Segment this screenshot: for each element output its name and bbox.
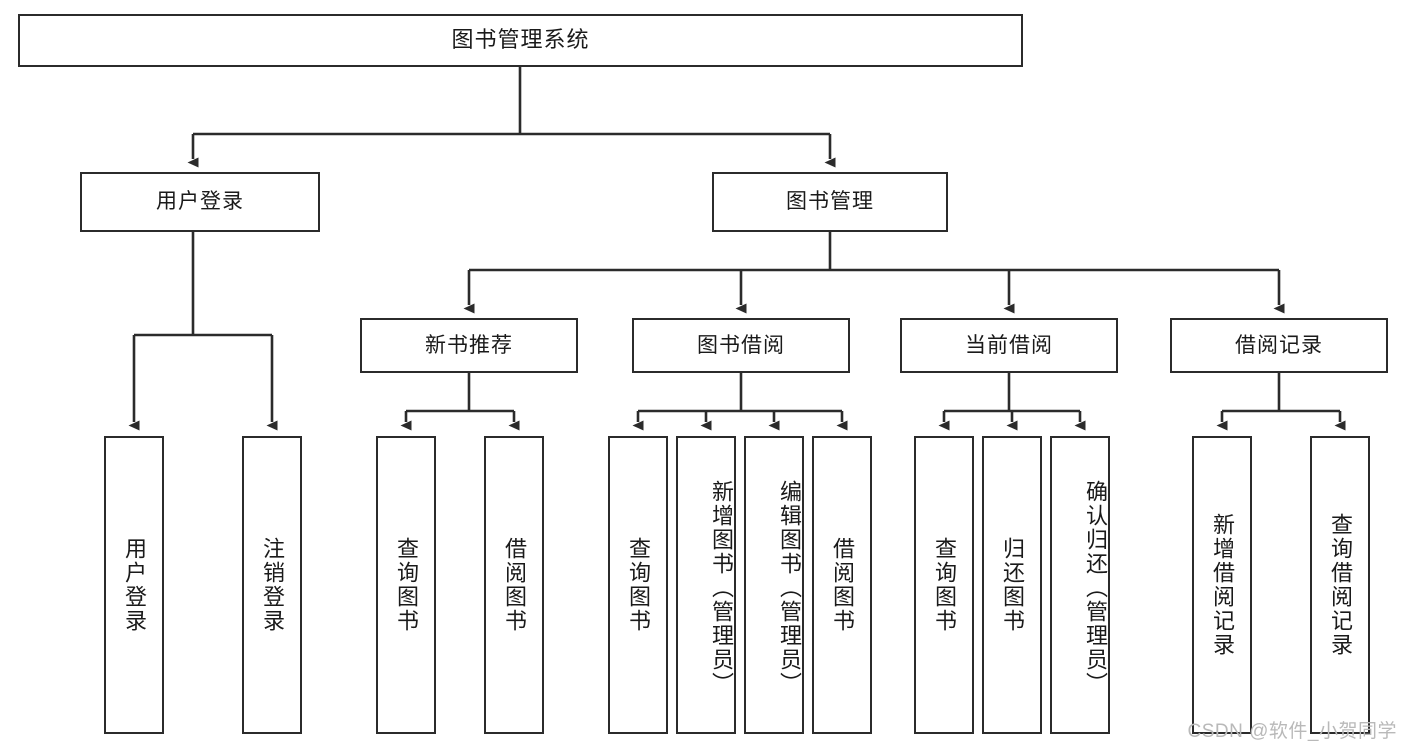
node-new-book-recommend[interactable]: 新书推荐	[360, 318, 578, 373]
leaf-borrow-book-recommend[interactable]: 借阅图书	[484, 436, 544, 734]
watermark-text: CSDN @软件_小贺同学	[1187, 721, 1397, 742]
leaf-confirm-return-admin[interactable]: 确认归还（管理员）	[1050, 436, 1110, 734]
leaf-add-borrow-record[interactable]: 新增借阅记录	[1192, 436, 1252, 734]
leaf-query-book-current[interactable]: 查询图书	[914, 436, 974, 734]
leaf-logout-login[interactable]: 注销登录	[242, 436, 302, 734]
node-user-login[interactable]: 用户登录	[80, 172, 320, 232]
leaf-edit-book-admin[interactable]: 编辑图书（管理员）	[744, 436, 804, 734]
leaf-user-login[interactable]: 用户登录	[104, 436, 164, 734]
leaf-return-book[interactable]: 归还图书	[982, 436, 1042, 734]
leaf-add-book-admin[interactable]: 新增图书（管理员）	[676, 436, 736, 734]
leaf-query-book-recommend[interactable]: 查询图书	[376, 436, 436, 734]
node-book-borrow[interactable]: 图书借阅	[632, 318, 850, 373]
leaf-query-borrow-record[interactable]: 查询借阅记录	[1310, 436, 1370, 734]
leaf-query-book-borrow[interactable]: 查询图书	[608, 436, 668, 734]
node-current-borrow[interactable]: 当前借阅	[900, 318, 1118, 373]
node-book-management[interactable]: 图书管理	[712, 172, 948, 232]
node-root-book-management-system[interactable]: 图书管理系统	[18, 14, 1023, 67]
leaf-borrow-book[interactable]: 借阅图书	[812, 436, 872, 734]
node-borrow-record[interactable]: 借阅记录	[1170, 318, 1388, 373]
